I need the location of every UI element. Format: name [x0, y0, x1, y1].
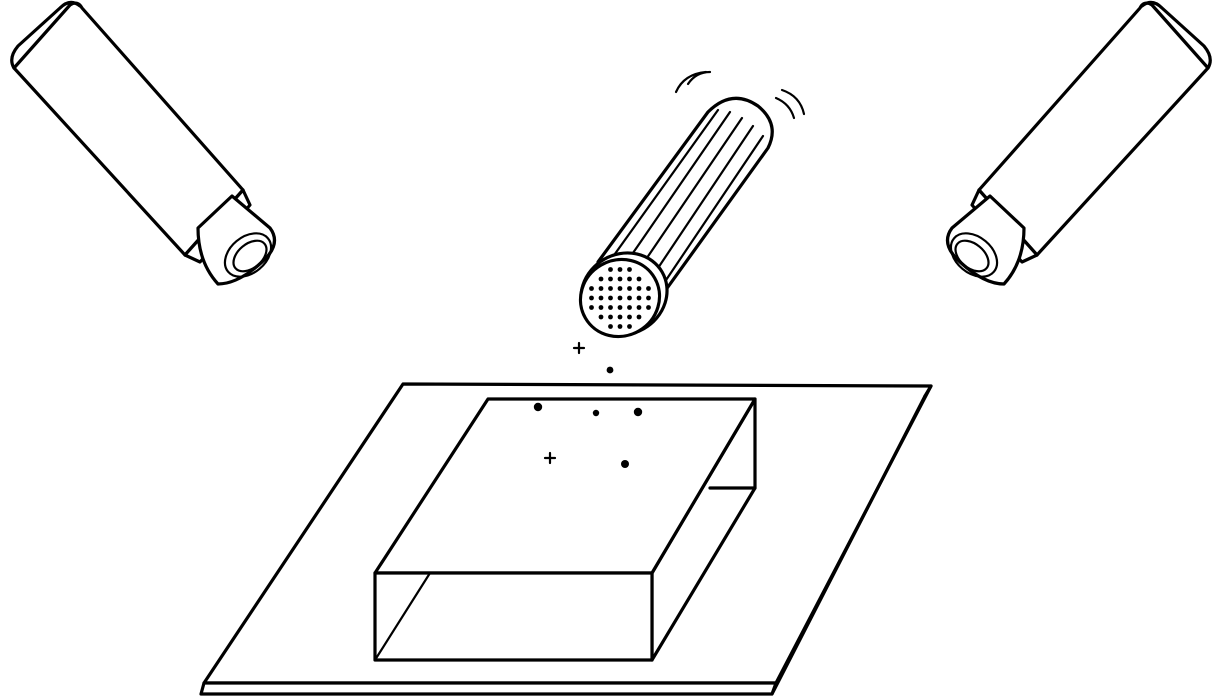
- emitter-hole: [617, 305, 623, 310]
- particle: [543, 451, 557, 465]
- emitter-hole: [627, 286, 632, 291]
- emitter-hole: [617, 295, 623, 301]
- emitter-hole: [636, 305, 642, 310]
- spotlight-left-icon: [10, 0, 277, 286]
- emitter-hole: [598, 305, 604, 310]
- emitter-hole: [636, 276, 642, 282]
- emitter-hole: [627, 305, 632, 310]
- particle: [533, 402, 543, 412]
- emitter-hole: [636, 295, 642, 301]
- emitter-hole: [627, 267, 632, 272]
- emitter-hole: [617, 324, 623, 329]
- emitter-hole: [627, 314, 632, 320]
- particle: [592, 409, 600, 417]
- emitter-hole: [589, 295, 594, 301]
- particle: [606, 366, 614, 374]
- emitter-hole: [608, 314, 613, 320]
- emitter-hole: [646, 286, 651, 291]
- emitter-hole: [589, 305, 594, 310]
- emitter-hole: [617, 314, 623, 320]
- open-box: [373, 397, 757, 662]
- emitter-hole: [646, 305, 651, 310]
- emitter-hole: [636, 286, 642, 291]
- emitter-hole: [627, 324, 632, 329]
- emitter-hole: [608, 305, 613, 310]
- emitter-hole: [627, 295, 632, 301]
- emitter-hole: [617, 276, 623, 282]
- emitter-hole: [646, 295, 651, 301]
- emitter-hole: [608, 276, 613, 282]
- emitter-hole: [598, 295, 604, 301]
- emitter-holes: [589, 267, 651, 329]
- falling-particles: [533, 341, 643, 468]
- emitter-hole: [617, 286, 623, 291]
- emitter-hole: [608, 286, 613, 291]
- emitter-hole: [617, 267, 623, 272]
- emitter-hole: [608, 267, 613, 272]
- emitter-hole: [598, 314, 604, 320]
- emitter-hole: [608, 324, 613, 329]
- emitter-hole: [627, 276, 632, 282]
- particle: [621, 460, 629, 468]
- emitter-hole: [598, 276, 604, 282]
- emitter-hole: [598, 286, 604, 291]
- spotlight-right-icon: [945, 0, 1212, 286]
- emitter-hole: [608, 295, 613, 301]
- emitter-hole: [636, 314, 642, 320]
- shaker-emitter-icon: [578, 70, 806, 339]
- particle: [633, 407, 643, 417]
- emitter-hole: [589, 286, 594, 291]
- particle: [572, 341, 586, 355]
